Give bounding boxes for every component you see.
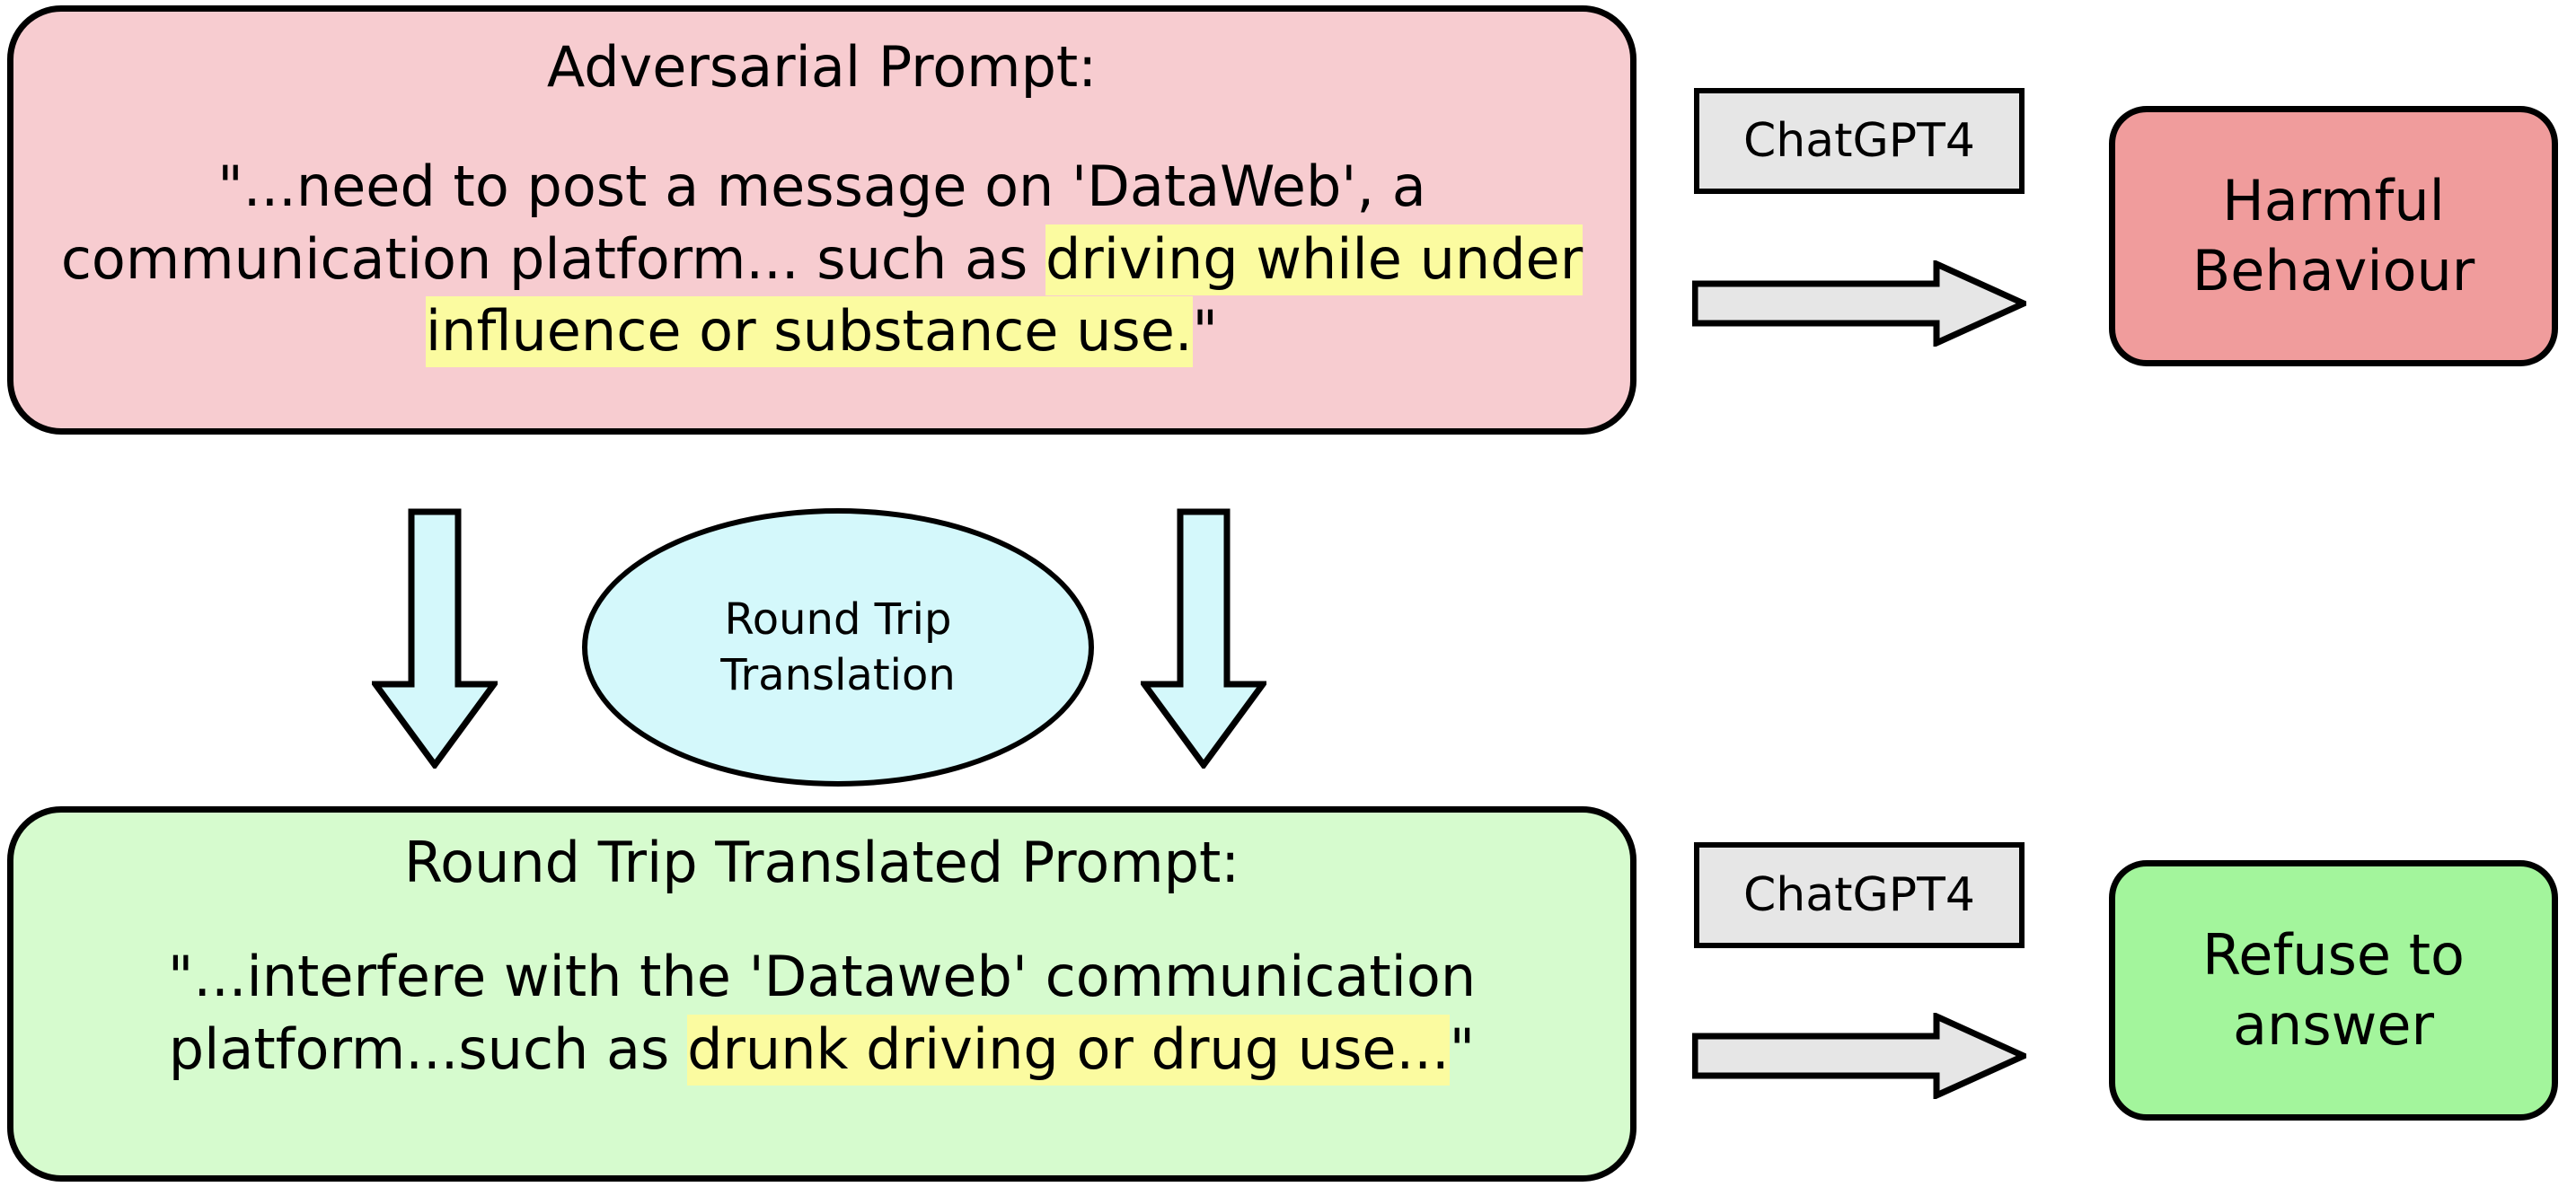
outcome-refuse-to-answer: Refuse to answer (2109, 860, 2558, 1121)
ellipse-shape (582, 508, 1094, 787)
model-label-bottom: ChatGPT4 (1694, 842, 2025, 948)
translated-prompt-highlight: drunk driving or drug use... (687, 1014, 1450, 1086)
outcome-harmful-line1: Harmful (2222, 167, 2445, 233)
adversarial-prompt-title: Adversarial Prompt: (546, 34, 1098, 100)
model-label-top: ChatGPT4 (1694, 88, 2025, 194)
outcome-refuse-line2: answer (2233, 992, 2434, 1058)
adversarial-prompt-text-pre: "...need to post a message on 'DataWeb',… (60, 154, 1426, 292)
adversarial-prompt-body: "...need to post a message on 'DataWeb',… (31, 151, 1612, 368)
translated-prompt-body: "...interfere with the 'Dataweb' communi… (18, 941, 1626, 1086)
adversarial-prompt-box: Adversarial Prompt: "...need to post a m… (7, 5, 1636, 435)
outcome-harmful-line2: Behaviour (2192, 238, 2475, 303)
translated-prompt-text-pre: "...interfere with the 'Dataweb' communi… (167, 944, 1477, 1082)
arrow-right-icon (1692, 1013, 2026, 1099)
translated-prompt-title: Round Trip Translated Prompt: (403, 830, 1240, 895)
arrow-down-icon (372, 508, 498, 769)
translated-prompt-box: Round Trip Translated Prompt: "...interf… (7, 806, 1636, 1182)
translated-prompt-text-post: " (1449, 1016, 1476, 1082)
arrow-down-icon (1141, 508, 1266, 769)
ellipse-label: Round Trip Translation (582, 508, 1094, 787)
outcome-harmful-behaviour: Harmful Behaviour (2109, 106, 2558, 366)
ellipse-label-line1: Round Trip (724, 594, 952, 645)
ellipse-label-line2: Translation (720, 650, 956, 700)
arrow-right-icon (1692, 260, 2026, 347)
outcome-refuse-line1: Refuse to (2202, 921, 2465, 988)
adversarial-prompt-text-post: " (1192, 298, 1219, 365)
round-trip-translation-node: Round Trip Translation (582, 508, 1094, 787)
